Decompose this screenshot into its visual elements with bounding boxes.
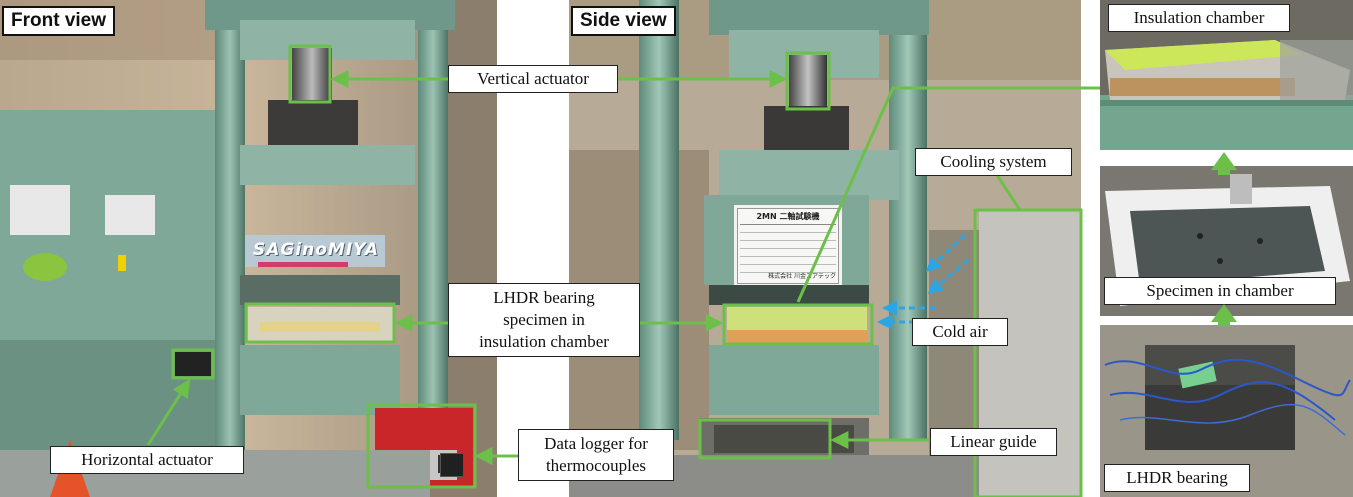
side-view-panel: Side view 2MN 二軸試験機 株式会社 川金コアテック — [569, 0, 1081, 497]
insulation-chamber-photo-panel: Insulation chamber — [1100, 0, 1353, 150]
front-view-panel: Front view — [0, 0, 497, 497]
nameplate-table — [740, 224, 836, 273]
lhdr-bearing-label: LHDR bearing — [1104, 464, 1250, 492]
machine-nameplate: 2MN 二軸試験機 株式会社 川金コアテック — [737, 208, 839, 284]
insulation-chamber-label: Insulation chamber — [1108, 4, 1290, 32]
lhdr-specimen-line-3: insulation chamber — [479, 332, 609, 351]
front-view-title: Front view — [2, 6, 116, 36]
vertical-actuator-label: Vertical actuator — [448, 65, 618, 93]
nameplate-maker: 株式会社 川金コアテック — [768, 273, 836, 280]
data-logger-line-1: Data logger for — [544, 434, 648, 453]
brand-sign: SAGinoMIYA — [252, 240, 380, 260]
linear-guide-label: Linear guide — [930, 428, 1057, 456]
data-logger-label: Data logger for thermocouples — [518, 429, 674, 481]
lhdr-specimen-line-2: specimen in — [503, 310, 585, 329]
specimen-in-chamber-photo-panel: Specimen in chamber — [1100, 166, 1353, 316]
lhdr-specimen-label: LHDR bearing specimen in insulation cham… — [448, 283, 640, 357]
data-logger-line-2: thermocouples — [545, 456, 647, 475]
cooling-system-label: Cooling system — [915, 148, 1072, 176]
lhdr-specimen-line-1: LHDR bearing — [493, 288, 595, 307]
front-view-photo — [0, 0, 497, 497]
nameplate-heading: 2MN 二軸試験機 — [756, 212, 820, 221]
specimen-in-chamber-label: Specimen in chamber — [1104, 277, 1336, 305]
cold-air-label: Cold air — [912, 318, 1008, 346]
data-logger-device — [440, 453, 464, 477]
horizontal-actuator-label: Horizontal actuator — [50, 446, 244, 474]
lhdr-bearing-photo — [1100, 325, 1353, 497]
side-view-title: Side view — [571, 6, 676, 36]
lhdr-bearing-photo-panel: LHDR bearing — [1100, 325, 1353, 497]
